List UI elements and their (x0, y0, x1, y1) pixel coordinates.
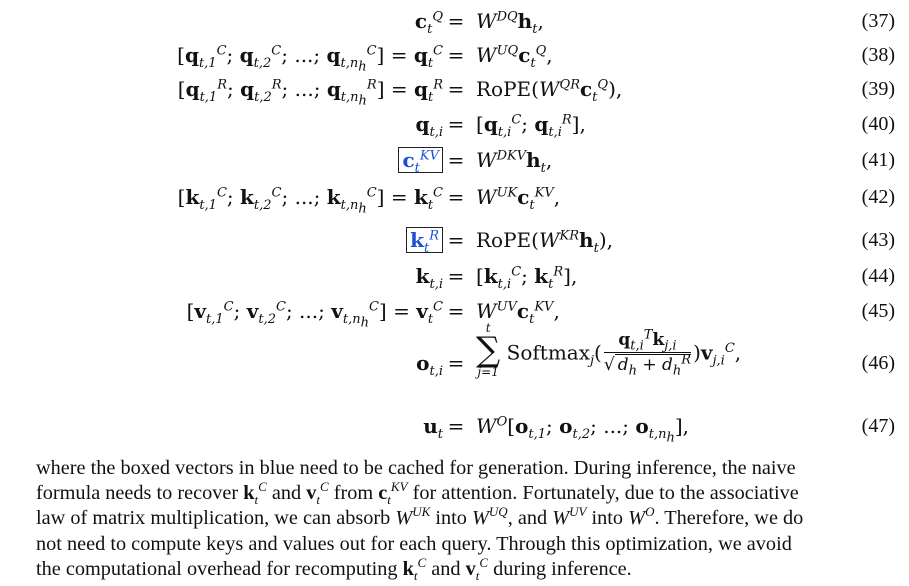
equation-45: [vt,1C; vt,2C; ...; vt,nhC] = vtC = WUVc… (0, 294, 909, 331)
eq-rhs: WDQht, (476, 9, 544, 37)
equation-41: ctKV = WDKVht, (41) (0, 143, 909, 177)
equation-number: (47) (861, 415, 895, 437)
eq-rhs: RoPE(WQRctQ), (476, 77, 623, 105)
eq-rhs: WUKctKV, (476, 185, 561, 213)
eq-lhs: [qt,1R; qt,2R; ...; qt,nhR] = qtR (177, 77, 443, 109)
equation-46: ot,i = t∑j=1 Softmaxj(qt,iTkj,i√dh + dhR… (0, 322, 909, 380)
eq-rhs: [kt,iC; ktR], (476, 264, 578, 292)
equation-number: (38) (861, 44, 895, 66)
eq-lhs: ctKV (398, 143, 443, 177)
cached-vector-box: ktR (406, 227, 443, 255)
summation: t∑j=1 (476, 321, 501, 379)
equation-43: ktR = RoPE(WKRht), (43) (0, 223, 909, 257)
equation-38: [qt,1C; qt,2C; ...; qt,nhC] = qtC = WUQc… (0, 38, 909, 75)
equation-number: (45) (861, 300, 895, 322)
eq-rhs: WUVctKV, (476, 299, 560, 327)
equation-number: (39) (861, 78, 895, 100)
equation-number: (42) (861, 186, 895, 208)
eq-rhs: WO[ot,1; ot,2; ...; ot,nh], (476, 414, 690, 446)
equation-37: ctQ = WDQht, (37) (0, 4, 909, 38)
eq-lhs: [vt,1C; vt,2C; ...; vt,nhC] = vtC (186, 299, 443, 331)
eq-lhs: ktR (406, 223, 443, 257)
eq-rhs: WUQctQ, (476, 43, 553, 71)
equation-number: (44) (861, 265, 895, 287)
paragraph-line: not need to compute keys and values out … (36, 532, 792, 555)
eq-lhs: ot,i (416, 351, 443, 379)
paragraph-line: where the boxed vectors in blue need to … (36, 457, 796, 479)
equation-42: [kt,1C; kt,2C; ...; kt,nhC] = ktC = WUKc… (0, 180, 909, 217)
equation-44: kt,i = [kt,iC; ktR], (44) (0, 259, 909, 293)
eq-lhs: kt,i (415, 264, 443, 292)
eq-rhs: RoPE(WKRht), (476, 228, 613, 256)
equation-39: [qt,1R; qt,2R; ...; qt,nhR] = qtR = RoPE… (0, 72, 909, 109)
fraction: qt,iTkj,i√dh + dhR (603, 326, 692, 378)
eq-lhs: ut (423, 414, 443, 442)
cached-vector-box: ctKV (398, 147, 443, 175)
eq-rhs: WDKVht, (476, 148, 553, 176)
equation-40: qt,i = [qt,iC; qt,iR], (40) (0, 107, 909, 141)
equation-47: ut = WO[ot,1; ot,2; ...; ot,nh], (47) (0, 409, 909, 446)
equation-number: (40) (861, 113, 895, 135)
eq-lhs: ctQ (414, 9, 443, 37)
eq-rhs: [qt,iC; qt,iR], (476, 112, 586, 140)
equation-number: (41) (861, 149, 895, 171)
paragraph-line: the computational overhead for recomputi… (36, 555, 632, 583)
eq-lhs: qt,i (415, 112, 444, 140)
equation-number: (46) (861, 352, 895, 374)
paragraph-line: law of matrix multiplication, we can abs… (36, 504, 804, 530)
equation-number: (43) (861, 229, 895, 251)
eq-lhs: [qt,1C; qt,2C; ...; qt,nhC] = qtC (177, 43, 443, 75)
paragraph-line: formula needs to recover ktC and vtC fro… (36, 479, 799, 508)
eq-lhs: [kt,1C; kt,2C; ...; kt,nhC] = ktC (177, 185, 443, 217)
body-paragraph: where the boxed vectors in blue need to … (36, 456, 894, 582)
equation-number: (37) (861, 10, 895, 32)
eq-rhs: t∑j=1 Softmaxj(qt,iTkj,i√dh + dhR)vj,iC, (476, 321, 742, 379)
